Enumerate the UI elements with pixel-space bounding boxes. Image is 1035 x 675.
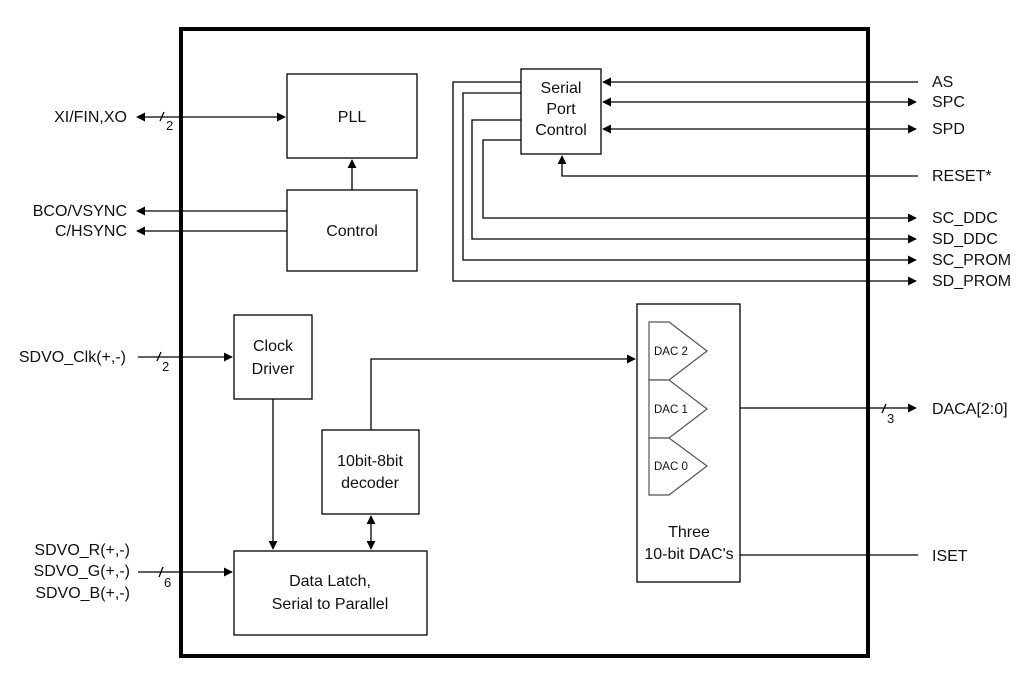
bus-slash-rgb [158, 566, 164, 578]
bus-slash-clk [156, 351, 162, 362]
data-latch-block: Data Latch, Serial to Parallel [233, 550, 428, 636]
bus-slash-xi [159, 111, 165, 122]
bus-width-clk: 2 [162, 359, 169, 374]
pin-sd-ddc: SD_DDC [932, 231, 998, 248]
reset-wire [557, 155, 918, 177]
dac-group-label-line2: 10-bit DAC's [644, 546, 733, 563]
pll-label: PLL [338, 109, 367, 126]
clock-driver-label-line2: Driver [252, 361, 295, 378]
pin-spd: SPD [932, 121, 965, 138]
bus-width-daca: 3 [887, 411, 894, 426]
pin-sdvo-g: SDVO_G(+,-) [34, 563, 130, 580]
pin-c-hsync: C/HSYNC [55, 223, 127, 240]
bus-width-rgb: 6 [164, 575, 171, 590]
bus-width-xi: 2 [166, 118, 173, 133]
chip-boundary [179, 27, 870, 658]
pin-xi-fin-xo: XI/FIN,XO [54, 109, 127, 126]
dac-0-symbol [648, 437, 709, 496]
serial-port-label-line2: Port [546, 101, 576, 118]
pin-sdvo-b: SDVO_B(+,-) [35, 585, 130, 602]
dac-0-label: DAC 0 [654, 461, 688, 473]
pin-daca: DACA[2:0] [932, 401, 1008, 418]
clock-driver-label-line1: Clock [253, 338, 294, 355]
pin-sc-prom: SC_PROM [932, 252, 1011, 269]
dac-group-block: DAC 2 DAC 1 DAC 0 Three 10-bit DAC's [636, 303, 741, 583]
sd-ddc-wire [471, 119, 917, 244]
pin-reset: RESET* [932, 168, 992, 185]
data-latch-label-line2: Serial to Parallel [272, 596, 389, 613]
pin-sdvo-clk: SDVO_Clk(+,-) [19, 349, 126, 366]
dac-1-label: DAC 1 [654, 404, 688, 416]
dac-group-label-line1: Three [668, 524, 710, 541]
pin-spc: SPC [932, 94, 965, 111]
control-block: Control [286, 189, 418, 272]
pin-iset: ISET [932, 548, 968, 565]
pin-as: AS [932, 74, 953, 91]
sc-ddc-wire [482, 139, 917, 223]
clock-driver-block: Clock Driver [233, 314, 313, 400]
decoder-label-line2: decoder [341, 475, 399, 492]
decoder-label-line1: 10bit-8bit [337, 453, 403, 470]
dac-2-label: DAC 2 [654, 346, 688, 358]
decoder-block: 10bit-8bit decoder [321, 429, 420, 515]
sc-prom-wire [462, 92, 917, 265]
dac-2-symbol [648, 321, 708, 381]
serial-port-label-line3: Control [535, 122, 587, 139]
control-label: Control [326, 223, 378, 240]
pin-bco-vsync: BCO/VSYNC [33, 203, 127, 220]
dac-1-symbol [648, 379, 708, 439]
pin-sdvo-r: SDVO_R(+,-) [34, 542, 130, 559]
pin-sc-ddc: SC_DDC [932, 210, 998, 227]
data-latch-label-line1: Data Latch, [289, 573, 371, 590]
serial-port-label-line1: Serial [541, 80, 582, 97]
decoder-to-dac-wire [370, 354, 636, 430]
serial-port-control-block: Serial Port Control [520, 68, 602, 155]
pll-block: PLL [286, 73, 418, 159]
sd-prom-wire [452, 81, 917, 286]
pin-sd-prom: SD_PROM [932, 273, 1011, 290]
